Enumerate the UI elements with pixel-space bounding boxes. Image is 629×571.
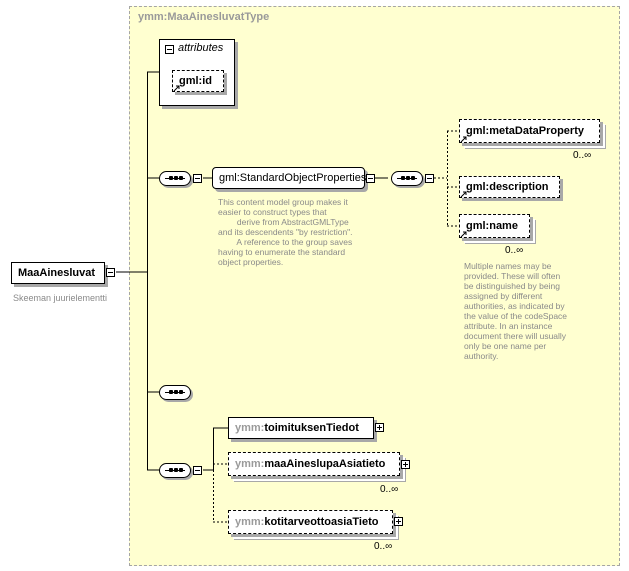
element-name: gml:metaDataProperty (466, 125, 584, 137)
sequence-compositor-icon[interactable] (159, 463, 191, 478)
sequence-compositor-icon[interactable] (391, 171, 423, 186)
element-toimituksentiedot[interactable]: ymm:toimituksenTiedot (228, 417, 374, 439)
reference-arrow-icon (460, 231, 467, 238)
element-name: gml:description (466, 181, 549, 193)
element-maaaineslupaasiatieto[interactable]: ymm:maaAineslupaAsiatieto (228, 452, 400, 476)
annotation-line: A reference to the group saves (218, 237, 353, 247)
group-annotation: This content model group makes it easier… (218, 197, 353, 267)
annotation-line: attribute. In an instance (464, 321, 553, 331)
reference-arrow-icon (460, 191, 467, 198)
cardinality-label: 0..∞ (573, 150, 592, 161)
sequence-compositor-icon[interactable] (159, 385, 191, 400)
group-collapse-icon[interactable] (366, 174, 375, 183)
annotation-line: authority. (464, 351, 499, 361)
cardinality-label: 0..∞ (505, 245, 524, 256)
attributes-collapse-icon[interactable] (165, 45, 174, 54)
root-element-box[interactable]: MaaAinesluvat (11, 262, 105, 284)
annotation-line: easier to construct types that (218, 207, 327, 217)
element-gml-name[interactable]: gml:name (459, 214, 530, 238)
group-standard-object-properties[interactable]: gml:StandardObjectProperties (212, 167, 367, 189)
cardinality-label: 0..∞ (374, 541, 393, 552)
reference-arrow-icon (460, 136, 467, 143)
reference-arrow-icon (173, 85, 180, 92)
annotation-line: be distinguished by being (464, 281, 560, 291)
annotation-line: authorities, as indicated by (464, 301, 565, 311)
annotation-line: document there will usually (464, 331, 567, 341)
element-name: maaAineslupaAsiatieto (264, 458, 386, 470)
expand-icon[interactable] (375, 423, 384, 432)
element-kotitarveottoasiatieto[interactable]: ymm:kotitarveottoasiaTieto (228, 510, 393, 534)
root-element-name: MaaAinesluvat (18, 267, 96, 279)
name-annotation: Multiple names may be provided. These wi… (464, 261, 567, 361)
sequence-collapse-icon[interactable] (193, 466, 202, 475)
element-name: toimituksenTiedot (264, 422, 359, 434)
annotation-line: This content model group makes it (218, 197, 348, 207)
sequence-collapse-icon[interactable] (425, 174, 434, 183)
root-annotation: Skeeman juurielementti (13, 293, 108, 303)
annotation-line: and its descendents "by restriction". (218, 227, 353, 237)
annotation-line: assigned by different (464, 291, 543, 301)
collapse-icon[interactable] (106, 268, 115, 277)
expand-icon[interactable] (394, 517, 403, 526)
element-prefix: ymm: (235, 458, 265, 470)
element-name: kotitarveottoasiaTieto (264, 516, 379, 528)
expand-icon[interactable] (401, 460, 410, 469)
annotation-line: object properties. (218, 257, 284, 267)
element-name: gml:name (466, 220, 518, 232)
cardinality-label: 0..∞ (380, 484, 399, 495)
annotation-line: having to enumerate the standard (218, 247, 346, 257)
element-prefix: ymm: (235, 422, 265, 434)
group-name: gml:StandardObjectProperties (219, 172, 367, 184)
annotation-line: the value of the codeSpace (464, 311, 568, 321)
attribute-name: gml:id (179, 75, 212, 87)
sequence-compositor-icon[interactable] (159, 171, 191, 186)
annotation-line: Multiple names may be (464, 261, 552, 271)
attribute-gml-id[interactable]: gml:id (172, 70, 224, 92)
attributes-title: attributes (178, 42, 224, 54)
element-gml-metadataproperty[interactable]: gml:metaDataProperty (459, 119, 600, 143)
annotation-line: derive from AbstractGMLType (218, 217, 349, 227)
element-gml-description[interactable]: gml:description (459, 176, 560, 198)
annotation-line: provided. These will often (464, 271, 561, 281)
complex-type-title: ymm:MaaAinesluvatType (138, 11, 270, 23)
sequence-collapse-icon[interactable] (193, 174, 202, 183)
annotation-line: only be one name per (464, 341, 547, 351)
element-prefix: ymm: (235, 516, 265, 528)
